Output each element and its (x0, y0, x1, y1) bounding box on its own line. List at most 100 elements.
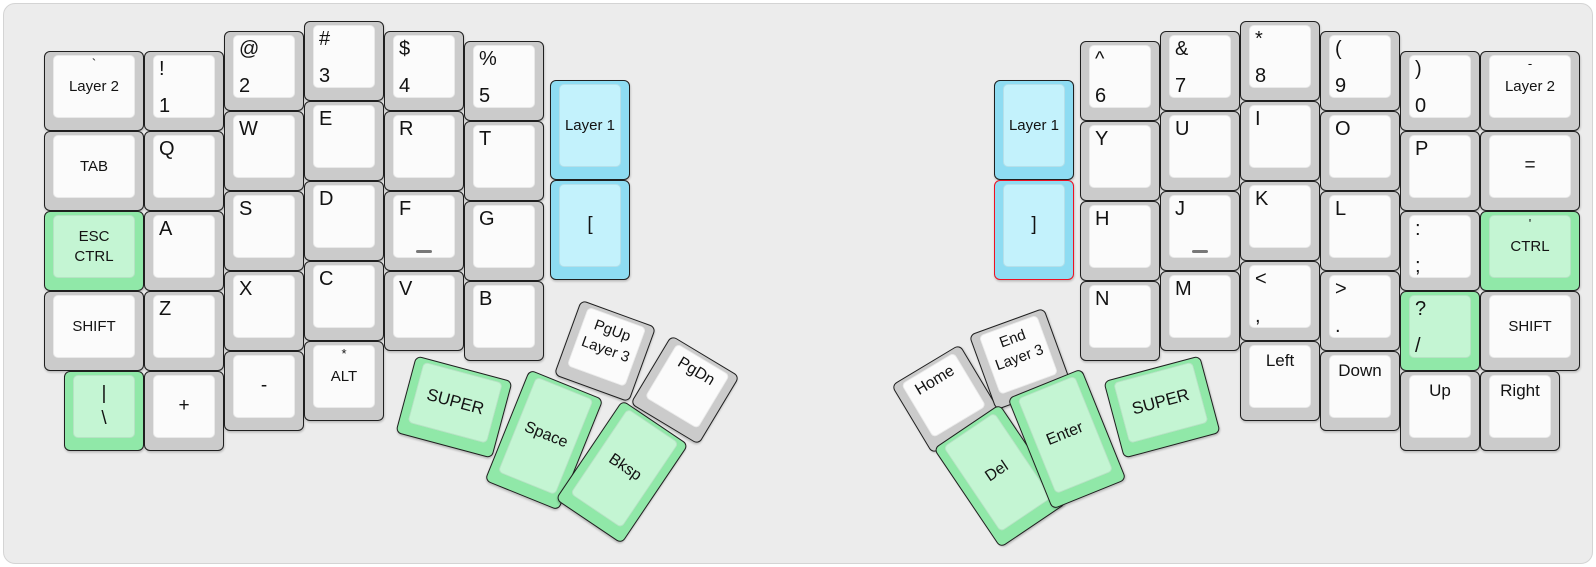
key-legend-main-line: Left (1265, 351, 1295, 370)
key-lparen-9[interactable]: (9 (1320, 31, 1400, 111)
key-at-2[interactable]: @2 (224, 31, 304, 111)
key-k[interactable]: K (1240, 181, 1320, 261)
key-dollar-4[interactable]: $4 (384, 31, 464, 111)
key-legend-top: W (239, 118, 258, 140)
key-legend-main: = (1489, 135, 1571, 198)
key-legend-top: F (399, 198, 412, 220)
keycap-surface (1249, 265, 1311, 328)
key-grave-layer2-left[interactable]: `Layer 2 (44, 51, 144, 131)
keycap-surface (53, 295, 135, 358)
key-colon-semicolon[interactable]: :; (1400, 211, 1480, 291)
key-legend-main-line: Layer 1 (564, 116, 616, 134)
key-g[interactable]: G (464, 201, 544, 281)
key-legend-main-line: Up (1429, 381, 1451, 400)
key-legend-top: ? (1415, 298, 1427, 320)
key-quote-ctrl[interactable]: 'CTRL (1480, 211, 1580, 291)
key-minus-layer2-right[interactable]: - Layer 2 (1480, 51, 1580, 131)
key-c[interactable]: C (304, 261, 384, 341)
key-i[interactable]: I (1240, 101, 1320, 181)
key-p[interactable]: P (1400, 131, 1480, 211)
keycap-surface (1169, 35, 1231, 98)
key-plus[interactable]: + (144, 371, 224, 451)
key-h[interactable]: H (1080, 201, 1160, 281)
key-rparen-0[interactable]: )0 (1400, 51, 1480, 131)
key-exclam-1[interactable]: !1 (144, 51, 224, 131)
key-star-alt[interactable]: *ALT (304, 341, 384, 421)
key-legend-top: Q (159, 138, 175, 160)
key-legend-main: |\ (73, 375, 135, 438)
keycap-surface (313, 25, 375, 88)
key-legend-main-line: Right (1500, 381, 1540, 400)
key-b[interactable]: B (464, 281, 544, 361)
key-legend-main: Right (1489, 375, 1551, 438)
key-legend-bottom: 6 (1095, 85, 1107, 107)
key-lbracket[interactable]: [ (550, 180, 630, 280)
key-legend-bottom: 5 (479, 85, 491, 107)
key-shift-left[interactable]: SHIFT (44, 291, 144, 371)
key-percent-5[interactable]: %5 (464, 41, 544, 121)
key-legend-main: + (153, 375, 215, 438)
key-j[interactable]: J (1160, 191, 1240, 271)
key-legend-top: G (479, 208, 495, 230)
key-hash-3[interactable]: #3 (304, 21, 384, 101)
key-super-right[interactable]: SUPER (1103, 355, 1221, 459)
key-legend-bottom: ; (1415, 255, 1421, 277)
key-legend-main-line: Space (521, 418, 571, 452)
key-s[interactable]: S (224, 191, 304, 271)
key-star-8[interactable]: *8 (1240, 21, 1320, 101)
key-caret-6[interactable]: ^6 (1080, 41, 1160, 121)
key-a[interactable]: A (144, 211, 224, 291)
key-r[interactable]: R (384, 111, 464, 191)
key-amp-7[interactable]: &7 (1160, 31, 1240, 111)
key-n[interactable]: N (1080, 281, 1160, 361)
key-gt-period[interactable]: >. (1320, 271, 1400, 351)
key-lt-comma[interactable]: <, (1240, 261, 1320, 341)
key-pipe-backslash[interactable]: |\ (64, 371, 144, 451)
key-rbracket[interactable]: ] (994, 180, 1074, 280)
key-q[interactable]: Q (144, 131, 224, 211)
key-equals[interactable]: = (1480, 131, 1580, 211)
key-f[interactable]: F (384, 191, 464, 271)
homing-bar (416, 250, 432, 253)
key-legend-top: S (239, 198, 253, 220)
key-u[interactable]: U (1160, 111, 1240, 191)
key-legend-main-line: SUPER (1129, 385, 1192, 419)
key-legend-top: K (1255, 188, 1269, 210)
key-d[interactable]: D (304, 181, 384, 261)
key-legend-shifted: - (1527, 56, 1533, 71)
key-down-arrow[interactable]: Down (1320, 351, 1400, 431)
key-v[interactable]: V (384, 271, 464, 351)
key-legend-main: ALT (313, 345, 375, 408)
key-legend-shifted: ' (1528, 216, 1532, 231)
key-y[interactable]: Y (1080, 121, 1160, 201)
key-t[interactable]: T (464, 121, 544, 201)
key-w[interactable]: W (224, 111, 304, 191)
key-legend-main: Down (1329, 355, 1391, 418)
keycap-surface (393, 275, 455, 338)
key-legend-top: ^ (1095, 48, 1105, 70)
key-legend-main-line: Layer 2 (1504, 77, 1556, 95)
key-tab[interactable]: TAB (44, 131, 144, 211)
keycap-surface (1329, 115, 1391, 178)
key-legend-top: @ (239, 38, 260, 60)
key-o[interactable]: O (1320, 111, 1400, 191)
key-layer1-left[interactable]: Layer 1 (550, 80, 630, 180)
key-super-left[interactable]: SUPER (395, 355, 513, 459)
key-layer1-right[interactable]: Layer 1 (994, 80, 1074, 180)
key-right-arrow[interactable]: Right (1480, 371, 1560, 451)
key-legend-main: SUPER (407, 362, 503, 444)
key-legend-top: > (1335, 278, 1347, 300)
key-minus-left[interactable]: - (224, 351, 304, 431)
key-up-arrow[interactable]: Up (1400, 371, 1480, 451)
key-m[interactable]: M (1160, 271, 1240, 351)
key-legend-top: & (1175, 38, 1189, 60)
key-e[interactable]: E (304, 101, 384, 181)
key-l[interactable]: L (1320, 191, 1400, 271)
key-x[interactable]: X (224, 271, 304, 351)
key-z[interactable]: Z (144, 291, 224, 371)
key-left-arrow[interactable]: Left (1240, 341, 1320, 421)
key-shift-right[interactable]: SHIFT (1480, 291, 1580, 371)
key-question-slash[interactable]: ?/ (1400, 291, 1480, 371)
